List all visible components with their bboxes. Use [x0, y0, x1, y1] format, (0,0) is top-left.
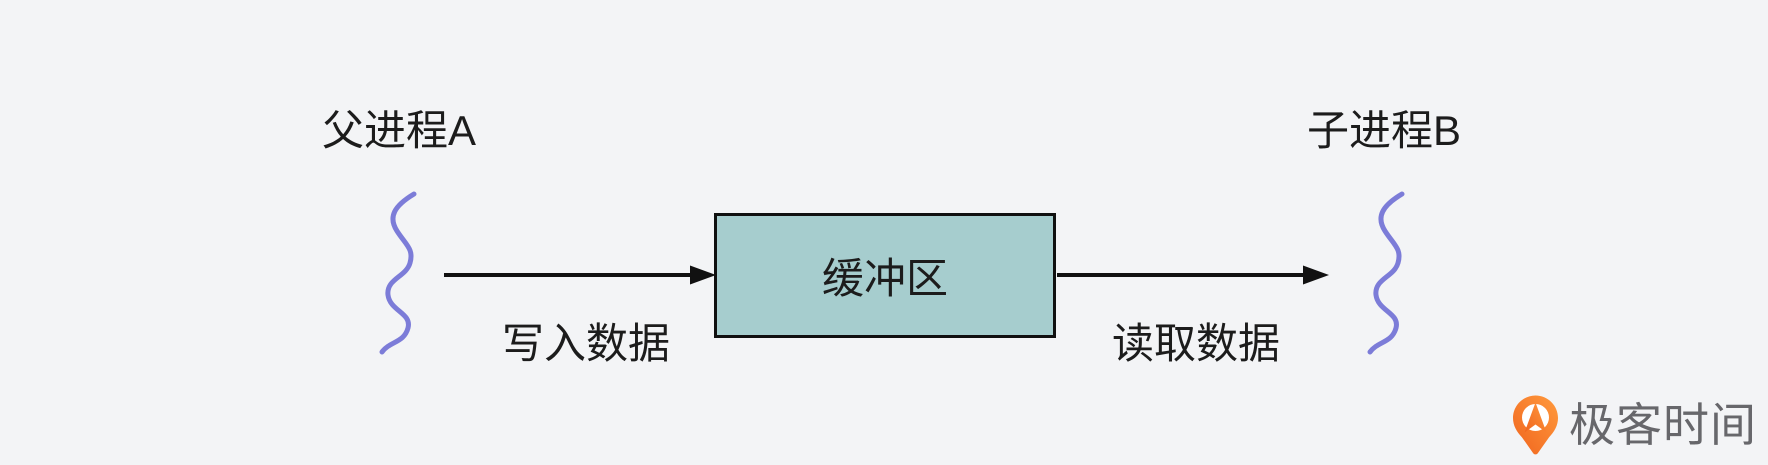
- buffer-label: 缓冲区: [821, 255, 948, 302]
- geektime-logo: 极客时间: [1511, 394, 1757, 456]
- buffer-box: 缓冲区: [714, 213, 1056, 338]
- right-arrow-icon: [1057, 265, 1329, 285]
- write-data-label: 写入数据: [502, 320, 671, 367]
- child-process-label: 子进程B: [1307, 107, 1462, 154]
- right-arrow-icon: [444, 265, 716, 285]
- read-data-label: 读取数据: [1112, 320, 1281, 367]
- wavy-squiggle-icon: [379, 191, 417, 355]
- wavy-squiggle-icon: [1367, 191, 1405, 355]
- geektime-logo-text: 极客时间: [1569, 399, 1757, 451]
- geektime-pin-icon: [1513, 395, 1558, 455]
- parent-process-label: 父进程A: [322, 107, 477, 154]
